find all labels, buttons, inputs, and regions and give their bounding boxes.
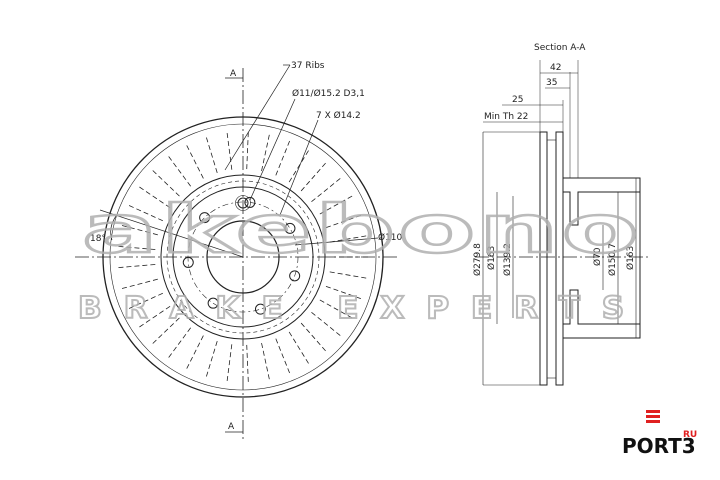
section-view (475, 60, 650, 386)
angle-arc (110, 215, 117, 241)
locating-hole-counterbore (235, 195, 251, 211)
logo-accent-bar-1 (646, 410, 660, 413)
rib (150, 168, 180, 197)
rib (126, 203, 163, 222)
hat-top (562, 177, 641, 226)
dim-42: 42 (550, 63, 561, 73)
section-title: Section A-A (534, 43, 586, 53)
port3-logo: PORT3 RU (622, 410, 697, 458)
rib-pattern (115, 129, 371, 385)
bolt-hole (244, 196, 256, 208)
bolt-hole (199, 212, 211, 224)
watermark-tagline: BRAKE EXPERTS (78, 291, 646, 326)
hole-leader (249, 98, 296, 201)
bolt-hole (254, 303, 266, 315)
rib (166, 327, 191, 361)
bolt-label: 7 X Ø14.2 (316, 110, 361, 121)
bolt-leader (279, 119, 319, 216)
vent-inner-ring (160, 174, 326, 340)
rib (300, 322, 328, 354)
rib (150, 317, 180, 346)
rib (185, 335, 204, 372)
section-mark-bottom: A (228, 422, 235, 432)
dim-35: 35 (546, 78, 557, 88)
disc-outer-edge (102, 116, 384, 398)
rib (329, 271, 370, 280)
center-bore (206, 220, 280, 294)
rib (136, 184, 171, 209)
outboard-plate (539, 131, 548, 386)
rib (311, 176, 343, 203)
rib (261, 131, 271, 172)
bolt-hole (207, 297, 219, 309)
logo-accent-bar-2 (646, 415, 660, 418)
hub-outer (172, 186, 314, 328)
inboard-plate (555, 131, 564, 386)
rib (205, 341, 218, 380)
dim-25: 25 (512, 95, 523, 105)
rib (119, 224, 158, 236)
rib (261, 342, 271, 383)
rib (126, 292, 163, 311)
rib (329, 234, 370, 243)
bolt-holes (182, 196, 301, 315)
rib (275, 338, 292, 376)
dia-163-right: Ø163 (625, 246, 636, 270)
rib (288, 331, 311, 367)
angle-line (99, 209, 244, 258)
min-thickness: Min Th 22 (484, 112, 528, 122)
angle-label: 18° (90, 234, 106, 244)
pcd-label: Ø110 (378, 232, 403, 243)
pcd-leader (294, 237, 379, 246)
hat-bottom (562, 289, 641, 339)
dia-163-left: Ø163 (486, 246, 497, 270)
rib (119, 278, 158, 290)
dia-150-7: Ø150.7 (607, 243, 618, 276)
rib (226, 129, 233, 170)
locating-hole (237, 197, 249, 209)
logo-accent-bar-3 (646, 420, 660, 423)
rib (319, 194, 355, 215)
dia-70: Ø70 (592, 247, 603, 266)
disc-outer-ring (109, 123, 377, 391)
rib (325, 285, 364, 301)
rib (275, 138, 292, 176)
logo-suffix: RU (683, 430, 697, 440)
bolt-hole (182, 256, 194, 268)
dia-139-2: Ø139.2 (502, 243, 513, 276)
bolt-hole (284, 222, 296, 234)
rib (311, 311, 343, 338)
rib (205, 134, 218, 173)
front-view (75, 64, 400, 440)
rib (246, 344, 249, 385)
logo-text: PORT3 (622, 434, 696, 458)
watermark: akebono BRAKE EXPERTS (77, 190, 646, 327)
watermark-brand: akebono (82, 191, 642, 268)
rib (246, 129, 249, 170)
bolt-hole (289, 270, 301, 282)
rib (319, 299, 355, 320)
rib (300, 160, 328, 192)
section-mark-top: A (230, 69, 237, 79)
rib (226, 344, 233, 385)
ribs-leader (224, 64, 291, 171)
hole-label: Ø11/Ø15.2 D3,1 (292, 88, 365, 99)
rib (185, 142, 204, 179)
hat-ring-dashed (166, 180, 320, 334)
rib (136, 305, 171, 330)
ribs-label: 37 Ribs (291, 61, 325, 71)
rib (166, 153, 191, 187)
dia-279-8: Ø279.8 (472, 243, 483, 276)
rib (115, 245, 156, 250)
rib (325, 213, 364, 229)
rib (115, 264, 156, 269)
